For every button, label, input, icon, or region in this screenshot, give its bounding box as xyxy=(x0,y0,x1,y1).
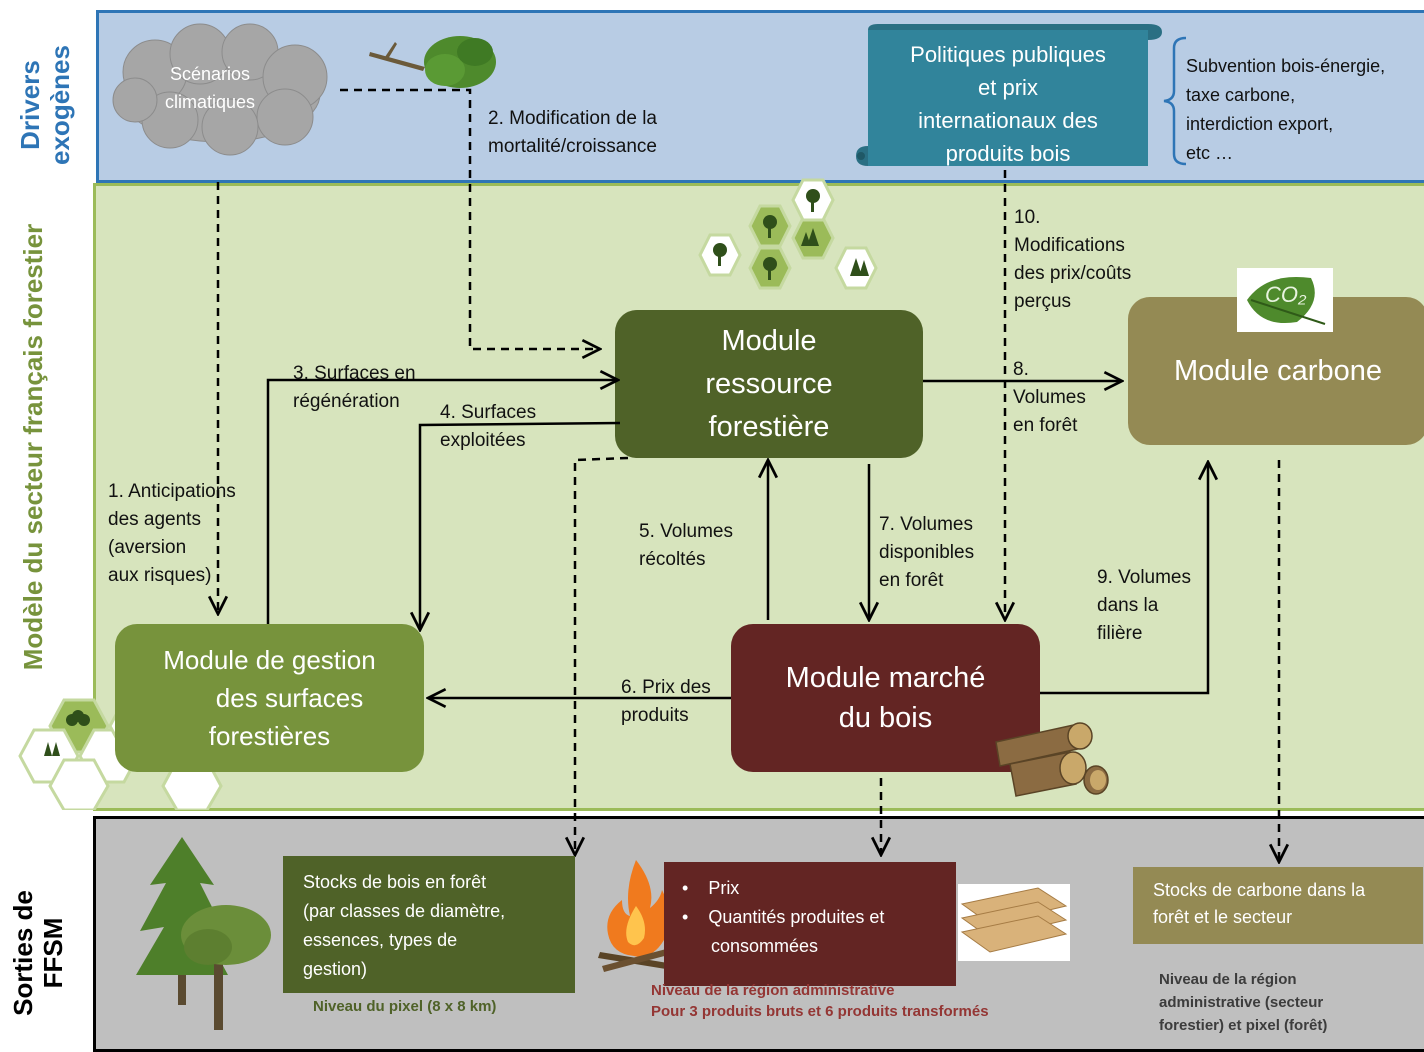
module-ressource: Module ressource forestière xyxy=(615,310,923,458)
flow-6-label: 6. Prix des produits xyxy=(621,677,711,726)
policy-label: Politiques publiques et prix internation… xyxy=(910,42,1106,166)
cloud-shape xyxy=(112,23,328,156)
output-marche: •Prix •Quantités produites et consommées xyxy=(664,862,956,986)
brace-list: Subvention bois-énergie, taxe carbone, i… xyxy=(1186,56,1386,163)
flow-3-label: 3. Surfaces en régénération xyxy=(293,363,416,412)
output-carbone-level: Niveau de la région administrative (sect… xyxy=(1159,971,1328,1034)
output-stocks-bois: Stocks de bois en forêt (par classes de … xyxy=(283,856,575,993)
planks-icon xyxy=(958,884,1070,961)
flow-1-label: 1. Anticipations des agents (aversion au… xyxy=(108,481,236,586)
flow-4-label: 4. Surfaces exploitées xyxy=(440,402,537,451)
output-stocks-bois-level: Niveau du pixel (8 x 8 km) xyxy=(313,998,497,1015)
module-marche: Module marché du bois xyxy=(731,624,1040,772)
module-carbone: Module carbone xyxy=(1128,297,1424,445)
co2-leaf-icon: CO₂ xyxy=(1237,268,1333,332)
policy-scroll-shape xyxy=(856,24,1162,166)
flow-10-label: 10. Modifications des prix/coûts perçus xyxy=(1014,207,1132,312)
flow-7-label: 7. Volumes disponibles en forêt xyxy=(879,514,975,591)
flow-5-label: 5. Volumes récoltés xyxy=(639,521,733,570)
flow-8-label: 8. Volumes en forêt xyxy=(1013,359,1086,436)
flow-2-label: 2. Modification de la mortalité/croissan… xyxy=(488,108,657,157)
cloud-label: Scénarios climatiques xyxy=(164,64,256,112)
flow-9-label: 9. Volumes dans la filière xyxy=(1097,567,1191,644)
fire-icon xyxy=(598,860,674,972)
module-gestion: Module de gestion des surfaces forestièr… xyxy=(115,624,424,772)
forest-hexagons-icon xyxy=(698,178,878,290)
logs-icon xyxy=(995,722,1109,797)
output-marche-level: Niveau de la région administrative Pour … xyxy=(651,982,989,1020)
brace-shape xyxy=(1163,36,1187,166)
trees-icon xyxy=(136,837,271,1030)
fallen-tree-icon xyxy=(369,36,496,88)
output-carbone: Stocks de carbone dans la forêt et le se… xyxy=(1133,867,1423,944)
